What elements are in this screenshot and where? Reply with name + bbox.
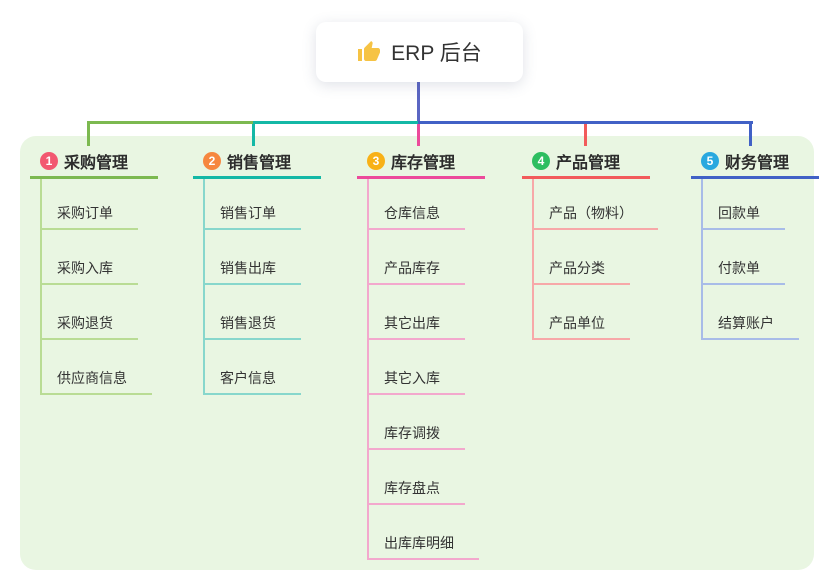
branch-drop-line-2 bbox=[252, 124, 255, 146]
branch-trunk-line bbox=[40, 179, 42, 395]
branch-drop-line-1 bbox=[87, 124, 90, 146]
child-node[interactable]: 销售出库 bbox=[203, 259, 301, 285]
branch-number-badge: 1 bbox=[40, 152, 58, 170]
branch-trunk-line bbox=[367, 179, 369, 560]
child-node[interactable]: 库存盘点 bbox=[367, 479, 465, 505]
branch-title: 库存管理 bbox=[391, 155, 456, 172]
child-node[interactable]: 采购订单 bbox=[40, 204, 138, 230]
branch-node-finance[interactable]: 5 财务管理 bbox=[691, 146, 819, 179]
thumbs-up-icon bbox=[357, 40, 381, 64]
branch-number-badge: 2 bbox=[203, 152, 221, 170]
branch-trunk-line bbox=[532, 179, 534, 340]
child-node[interactable]: 产品库存 bbox=[367, 259, 465, 285]
branch-sales: 2 销售管理 销售订单 销售出库 销售退货 客户信息 bbox=[193, 146, 353, 395]
branch-node-sales[interactable]: 2 销售管理 bbox=[193, 146, 321, 179]
branch-trunk-line bbox=[701, 179, 703, 340]
branch-product: 4 产品管理 产品（物料） 产品分类 产品单位 bbox=[522, 146, 682, 340]
child-node[interactable]: 销售订单 bbox=[203, 204, 301, 230]
child-node[interactable]: 回款单 bbox=[701, 204, 785, 230]
child-node[interactable]: 库存调拨 bbox=[367, 424, 465, 450]
child-node[interactable]: 客户信息 bbox=[203, 369, 301, 395]
child-node[interactable]: 采购退货 bbox=[40, 314, 138, 340]
root-connector-line bbox=[417, 82, 420, 121]
branch-node-inventory[interactable]: 3 库存管理 bbox=[357, 146, 485, 179]
child-node[interactable]: 出库库明细 bbox=[367, 534, 479, 560]
branch-purchase: 1 采购管理 采购订单 采购入库 采购退货 供应商信息 bbox=[30, 146, 190, 395]
branch-title: 采购管理 bbox=[64, 155, 129, 172]
connector-segment-green bbox=[87, 121, 255, 124]
branch-drop-line-4 bbox=[584, 124, 587, 146]
branch-number-badge: 4 bbox=[532, 152, 550, 170]
child-node[interactable]: 其它入库 bbox=[367, 369, 465, 395]
child-node[interactable]: 付款单 bbox=[701, 259, 785, 285]
connector-segment-teal bbox=[253, 121, 420, 124]
branch-drop-line-3 bbox=[417, 124, 420, 146]
child-node[interactable]: 仓库信息 bbox=[367, 204, 465, 230]
connector-segment-blue bbox=[418, 121, 753, 124]
child-node[interactable]: 供应商信息 bbox=[40, 369, 152, 395]
branch-inventory: 3 库存管理 仓库信息 产品库存 其它出库 其它入库 库存调拨 库存盘点 出库库… bbox=[357, 146, 517, 560]
child-node[interactable]: 产品（物料） bbox=[532, 204, 658, 230]
branch-node-purchase[interactable]: 1 采购管理 bbox=[30, 146, 158, 179]
child-node[interactable]: 产品分类 bbox=[532, 259, 630, 285]
branch-title: 产品管理 bbox=[556, 155, 621, 172]
branch-trunk-line bbox=[203, 179, 205, 395]
child-node[interactable]: 结算账户 bbox=[701, 314, 799, 340]
branch-node-product[interactable]: 4 产品管理 bbox=[522, 146, 650, 179]
branch-number-badge: 3 bbox=[367, 152, 385, 170]
child-node[interactable]: 销售退货 bbox=[203, 314, 301, 340]
child-node[interactable]: 产品单位 bbox=[532, 314, 630, 340]
branch-title: 财务管理 bbox=[725, 155, 790, 172]
branch-drop-line-5 bbox=[749, 124, 752, 146]
child-node[interactable]: 其它出库 bbox=[367, 314, 465, 340]
root-node[interactable]: ERP 后台 bbox=[316, 22, 523, 82]
child-node[interactable]: 采购入库 bbox=[40, 259, 138, 285]
root-title: ERP 后台 bbox=[391, 42, 482, 65]
branches-panel bbox=[20, 136, 814, 570]
branch-title: 销售管理 bbox=[227, 155, 292, 172]
branch-finance: 5 财务管理 回款单 付款单 结算账户 bbox=[691, 146, 839, 340]
branch-number-badge: 5 bbox=[701, 152, 719, 170]
